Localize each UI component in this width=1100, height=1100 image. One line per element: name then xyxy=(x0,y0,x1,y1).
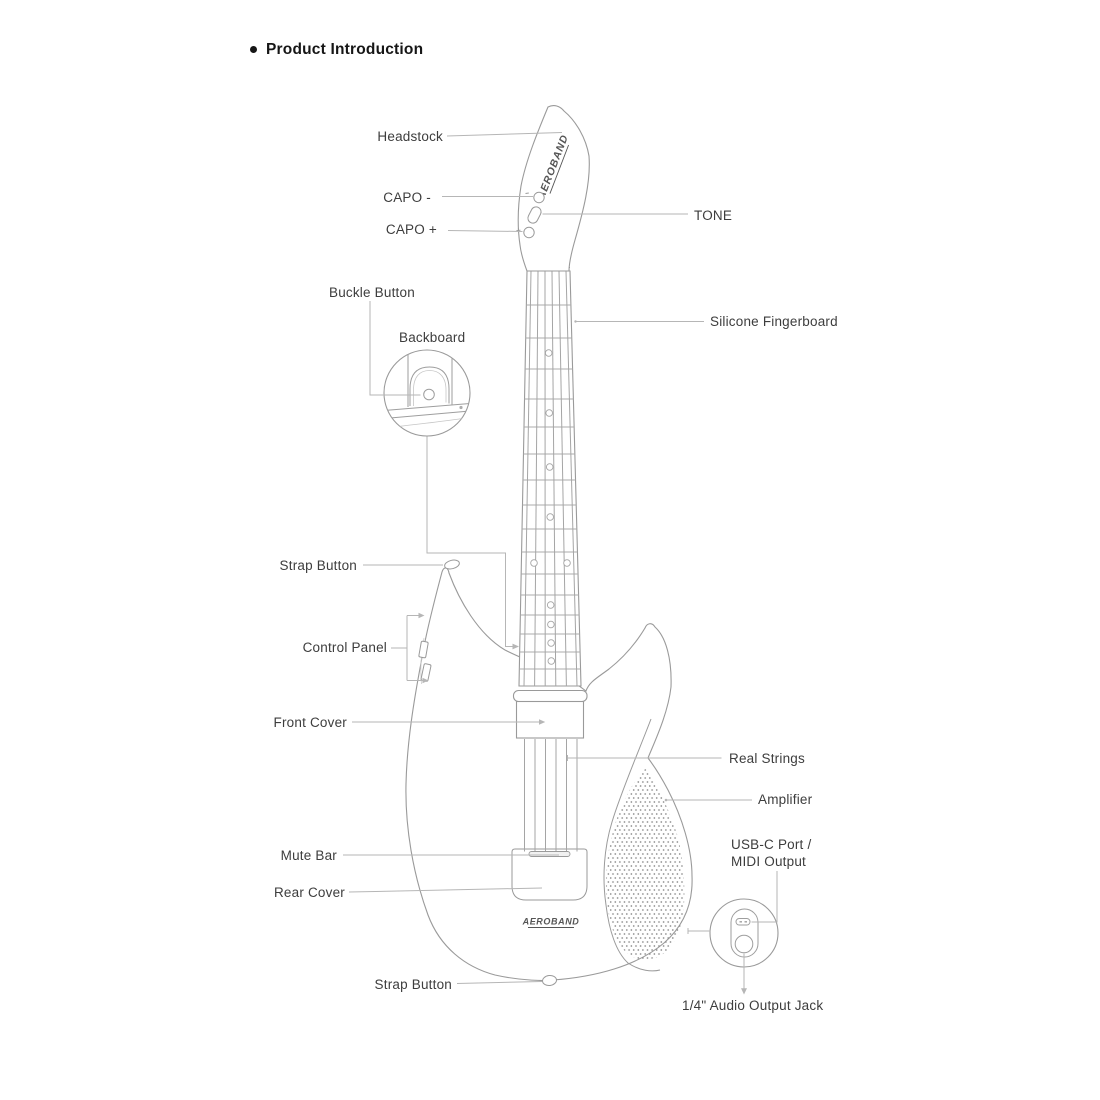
label-strap-button-top: Strap Button xyxy=(279,558,357,573)
callout-headstock xyxy=(446,132,563,137)
label-headstock: Headstock xyxy=(377,129,443,144)
callout-real-strings xyxy=(567,755,722,761)
brand-logo-body: AEROBAND xyxy=(522,917,580,927)
label-usb-c-midi: USB-C Port / MIDI Output xyxy=(731,836,811,870)
label-amplifier: Amplifier xyxy=(758,792,813,807)
callout-magnifier-connector xyxy=(426,436,513,647)
bullet-icon xyxy=(250,46,257,53)
mute-bar-shape xyxy=(528,851,571,857)
callout-usb-midi xyxy=(751,871,778,923)
label-usb-c-port-line1: USB-C Port / xyxy=(731,837,812,852)
amplifier-dots xyxy=(606,767,685,960)
label-real-strings: Real Strings xyxy=(729,751,805,766)
backboard-magnifier xyxy=(383,349,471,437)
callout-lines xyxy=(343,132,778,995)
control-panel-buttons xyxy=(418,640,432,682)
amplifier-grille xyxy=(603,718,685,972)
label-rear-cover: Rear Cover xyxy=(273,885,345,900)
fingerboard-strings xyxy=(523,270,578,687)
fingerboard xyxy=(518,267,582,687)
callout-strap-button-bottom xyxy=(456,981,543,984)
body-logo: AEROBAND xyxy=(522,917,580,928)
amplifier-panel-line xyxy=(603,718,661,972)
callout-control-panel xyxy=(391,615,423,681)
label-control-panel: Control Panel xyxy=(302,640,387,655)
label-audio-output-jack: 1/4" Audio Output Jack xyxy=(682,998,824,1013)
label-capo-plus: CAPO + xyxy=(385,222,437,237)
strap-button-bottom-shape xyxy=(542,974,557,987)
headstock-shape: AEROBAND xyxy=(516,105,590,272)
callout-jack-circle xyxy=(687,928,711,934)
callout-rear-cover xyxy=(348,887,543,893)
rear-cover-shape xyxy=(511,848,588,901)
callout-buckle-button xyxy=(369,301,421,396)
tone-button xyxy=(527,206,542,224)
page-title-text: Product Introduction xyxy=(266,41,424,58)
strap-button-top-shape xyxy=(444,559,460,570)
fret-markers xyxy=(530,349,571,665)
label-capo-minus: CAPO - xyxy=(383,190,431,205)
page-title: Product Introduction xyxy=(250,41,423,59)
label-front-cover: Front Cover xyxy=(273,715,347,730)
buckle-button-shape xyxy=(423,388,435,401)
front-cover-shape xyxy=(512,689,588,739)
label-usb-c-port-line2: MIDI Output xyxy=(731,854,806,869)
label-backboard: Backboard xyxy=(399,330,466,345)
usb-c-port-shape xyxy=(735,918,751,926)
capo-plus-button xyxy=(523,226,535,239)
label-buckle-button: Buckle Button xyxy=(329,285,415,300)
label-mute-bar: Mute Bar xyxy=(280,848,337,863)
label-silicone-fingerboard: Silicone Fingerboard xyxy=(710,314,838,329)
label-tone: TONE xyxy=(694,208,733,223)
callout-capo-plus xyxy=(447,230,523,232)
capo-minus-button xyxy=(533,191,545,204)
label-strap-button-bottom: Strap Button xyxy=(374,977,452,992)
frets xyxy=(519,304,581,670)
audio-jack-shape xyxy=(734,934,754,954)
